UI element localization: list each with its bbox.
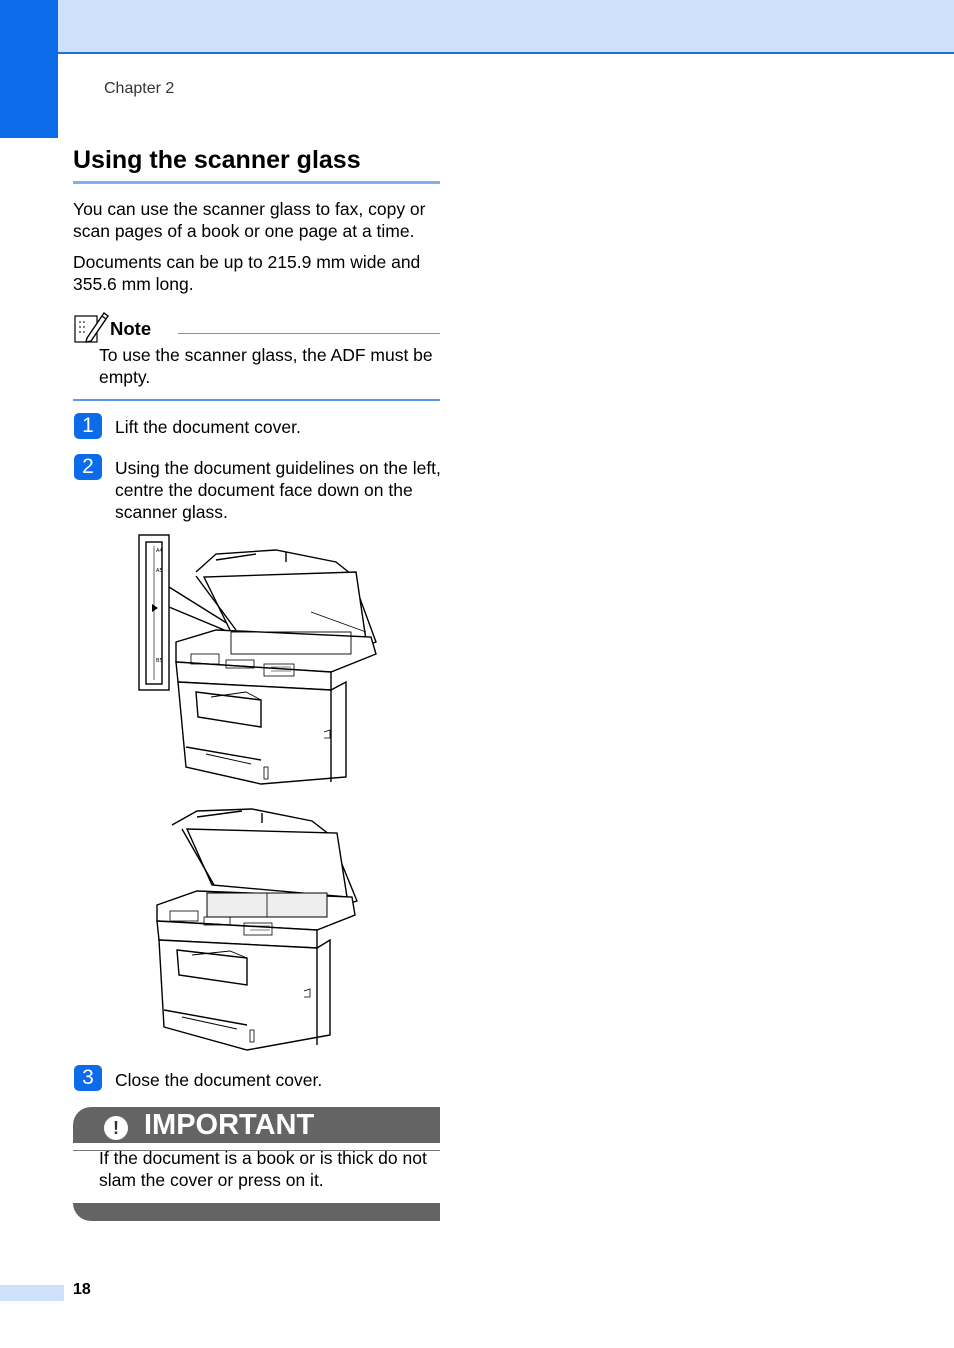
printer-document-on-glass-illustration (152, 805, 362, 1060)
intro-paragraph-1: You can use the scanner glass to fax, co… (73, 199, 426, 241)
note-title: Note (110, 318, 152, 339)
intro-paragraph-2: Documents can be up to 215.9 mm wide and… (73, 252, 421, 294)
page-number: 18 (73, 1281, 91, 1298)
header-band (0, 0, 954, 54)
section-title: Using the scanner glass (73, 146, 361, 174)
svg-text:A4: A4 (156, 548, 163, 554)
step-2-text: Using the document guidelines on the lef… (115, 458, 441, 522)
step-3-text: Close the document cover. (115, 1070, 323, 1090)
chapter-tab (0, 0, 58, 138)
important-rule (73, 1150, 440, 1151)
svg-text:A5: A5 (156, 568, 163, 574)
svg-text:B5: B5 (156, 658, 163, 664)
note-rule-top (178, 333, 440, 334)
exclamation-icon: ! (104, 1116, 128, 1140)
important-footer-bar (73, 1203, 440, 1221)
printer-open-cover-illustration: A4 A5 B5 (136, 532, 381, 797)
chapter-label: Chapter 2 (104, 80, 175, 97)
step-1-badge: 1 (74, 413, 102, 439)
step-1-text: Lift the document cover. (115, 417, 301, 437)
step-3-badge: 3 (74, 1065, 102, 1091)
important-title: IMPORTANT (144, 1109, 315, 1141)
important-header-bar (73, 1107, 440, 1143)
note-rule-bottom (73, 399, 440, 401)
footer-band (0, 1285, 64, 1301)
note-text: To use the scanner glass, the ADF must b… (99, 345, 433, 387)
title-underline (73, 181, 440, 184)
note-pencil-icon (73, 310, 109, 349)
step-2-badge: 2 (74, 454, 102, 480)
important-text: If the document is a book or is thick do… (99, 1148, 427, 1190)
